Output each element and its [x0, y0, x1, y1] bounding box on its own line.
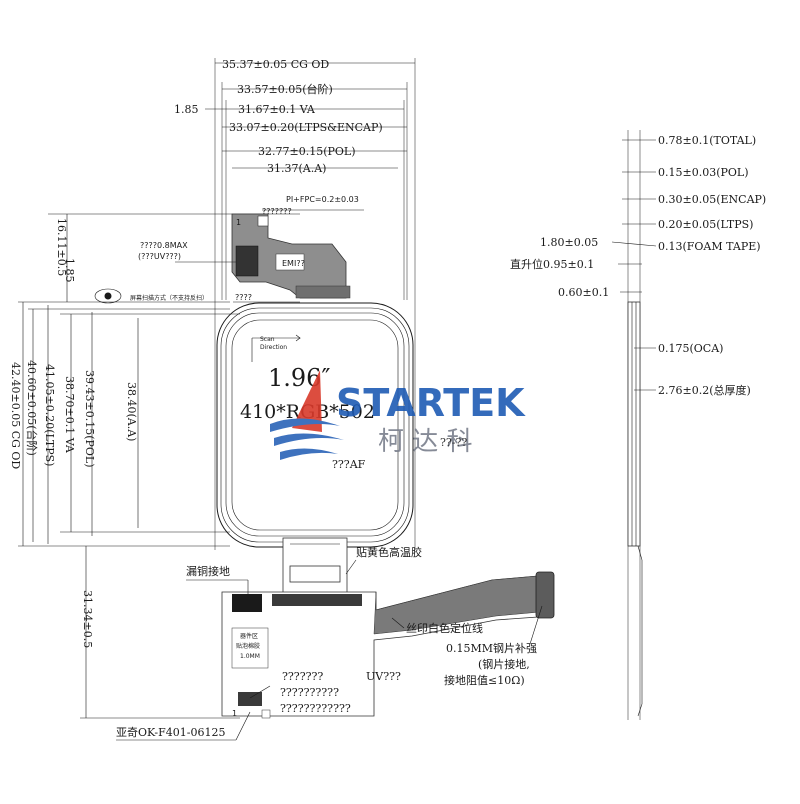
display-panel: Scan Direction 1.96″ 410*RGB*502 ???AF — [216, 302, 414, 548]
component-zone-foam: 贴泡棉胶 — [236, 642, 260, 650]
callout-stiffener-3: 接地阻值≤10Ω) — [444, 674, 525, 687]
fpc-corner-marker — [257, 215, 269, 227]
emi-label-box — [275, 253, 305, 271]
callout-b1: ??????? — [282, 670, 323, 683]
af-note: ???AF — [332, 458, 366, 471]
callout-gold-tape: 贴黄色高温胶 — [356, 545, 422, 559]
dim-left-aa: 38.40(A.A) — [125, 382, 138, 441]
callout-copper: 漏铜接地 — [186, 564, 230, 578]
direction-label: Direction — [260, 344, 287, 351]
aa-outline — [231, 319, 399, 531]
side-encap: 0.30±0.05(ENCAP) — [658, 193, 766, 206]
scan-note: 屏幕扫描方式（不支持反扫） — [130, 294, 208, 302]
side-fpc-bend — [637, 545, 643, 717]
callout-silkscreen: 丝印白色定位线 — [406, 621, 483, 635]
startek-logo-icon — [270, 370, 344, 460]
dim-pol: 32.77±0.15(POL) — [258, 145, 356, 158]
leader-b — [249, 685, 271, 699]
callout-uv: (???UV???) — [138, 252, 181, 261]
dim-1611: 16.11±0.5 — [55, 218, 68, 276]
side-view: 0.78±0.1(TOTAL) 0.15±0.03(POL) 0.30±0.05… — [510, 130, 766, 720]
dim-left-cg: 42.40±0.05 CG OD — [9, 362, 22, 469]
side-rise: 直升位0.95±0.1 — [510, 257, 594, 271]
dim-ltps-encap: 33.07±0.20(LTPS&ENCAP) — [229, 121, 383, 134]
watermark-overlap-text: ??-?? — [440, 436, 467, 449]
top-dimensions: 35.37±0.05 CG OD 33.57±0.05(台阶) 1.85 31.… — [174, 58, 416, 550]
startek-watermark: STARTEK 柯 达 科 ??-?? — [270, 370, 526, 460]
callout-b3: ?????????? — [280, 686, 339, 699]
side-thickness: 2.76±0.2(总厚度) — [658, 383, 751, 397]
brand-name: STARTEK — [336, 381, 526, 425]
side-lead-foam — [611, 241, 657, 247]
side-foam: 0.13(FOAM TAPE) — [658, 240, 761, 253]
dim-185-left: 1.85 — [63, 258, 76, 283]
callout-uv-b: UV??? — [366, 670, 401, 683]
scan-arrow-icon — [251, 334, 301, 362]
side-oca: 0.175(OCA) — [658, 342, 723, 355]
fpc-pin-1: 1 — [236, 218, 241, 227]
callout-connector: 亚奇OK-F401-06125 — [116, 726, 226, 739]
callout-q4: ???? — [235, 293, 252, 302]
dim-offset-185: 1.85 — [174, 103, 199, 116]
leader-silkscreen — [391, 617, 405, 629]
diagonal-size: 1.96″ — [268, 364, 330, 392]
callout-q7: ??????? — [262, 207, 292, 216]
component-zone-label: 器件区 — [240, 632, 258, 640]
scan-label: Scan — [260, 336, 275, 343]
eye-icon — [94, 288, 122, 304]
leader-stiffener — [529, 605, 543, 645]
fpc-bond-area — [295, 285, 351, 299]
connector-pin-1: 1 — [232, 709, 237, 718]
top-fpc: 1 EMI?? PI+FPC=0.2±0.03 ??????? ????0.8M… — [94, 195, 364, 304]
callout-stiffener-2: (钢片接地, — [478, 658, 530, 671]
leader-gold-tape — [345, 559, 357, 575]
callout-max: ????0.8MAX — [140, 241, 188, 250]
connector-marker — [261, 709, 271, 719]
dim-va: 31.67±0.1 VA — [238, 103, 316, 116]
component-zone-thk: 1.0MM — [240, 653, 260, 660]
dim-fpc-length: 31.34±0.5 — [81, 590, 94, 648]
side-ltps: 0.20±0.05(LTPS) — [658, 218, 753, 231]
dim-step: 33.57±0.05(台阶) — [237, 82, 333, 96]
fpc-window — [289, 565, 341, 583]
ic-chip — [235, 245, 259, 277]
dim-aa: 31.37(A.A) — [267, 162, 326, 175]
side-060: 0.60±0.1 — [558, 286, 609, 299]
fpc-stiffener-strip — [272, 594, 362, 606]
side-foam-left: 1.80±0.05 — [540, 236, 598, 249]
dim-cg-od: 35.37±0.05 CG OD — [222, 58, 329, 71]
side-panel-stack — [627, 301, 641, 547]
bottom-fpc: 器件区 贴泡棉胶 1.0MM 1 贴黄色高温胶 漏铜接地 丝印白色定位线 0.1… — [116, 537, 555, 741]
side-total: 0.78±0.1(TOTAL) — [658, 134, 756, 147]
callout-stiffener-1: 0.15MM钢片补强 — [446, 642, 537, 655]
component-zone — [231, 627, 269, 669]
emi-label: EMI?? — [282, 259, 305, 268]
callout-pi-fpc: PI+FPC=0.2±0.03 — [286, 195, 359, 204]
fpc-connector-end — [535, 571, 555, 619]
dim-left-pol: 39.43±0.15(POL) — [83, 370, 96, 468]
brand-cn: 柯 达 科 — [378, 427, 473, 457]
leader-connector-2 — [235, 711, 251, 741]
dim-left-ltps: 41.05±0.20(LTPS) — [43, 364, 56, 466]
callout-b4: ???????????? — [280, 702, 351, 715]
dim-left-step: 40.60±0.05(台阶) — [25, 360, 39, 456]
va-outline — [225, 312, 405, 537]
exposed-copper-pad — [232, 594, 262, 612]
board-connector — [238, 692, 262, 706]
side-pol: 0.15±0.03(POL) — [658, 166, 749, 179]
dim-left-va: 38.70±0.1 VA — [63, 376, 76, 454]
